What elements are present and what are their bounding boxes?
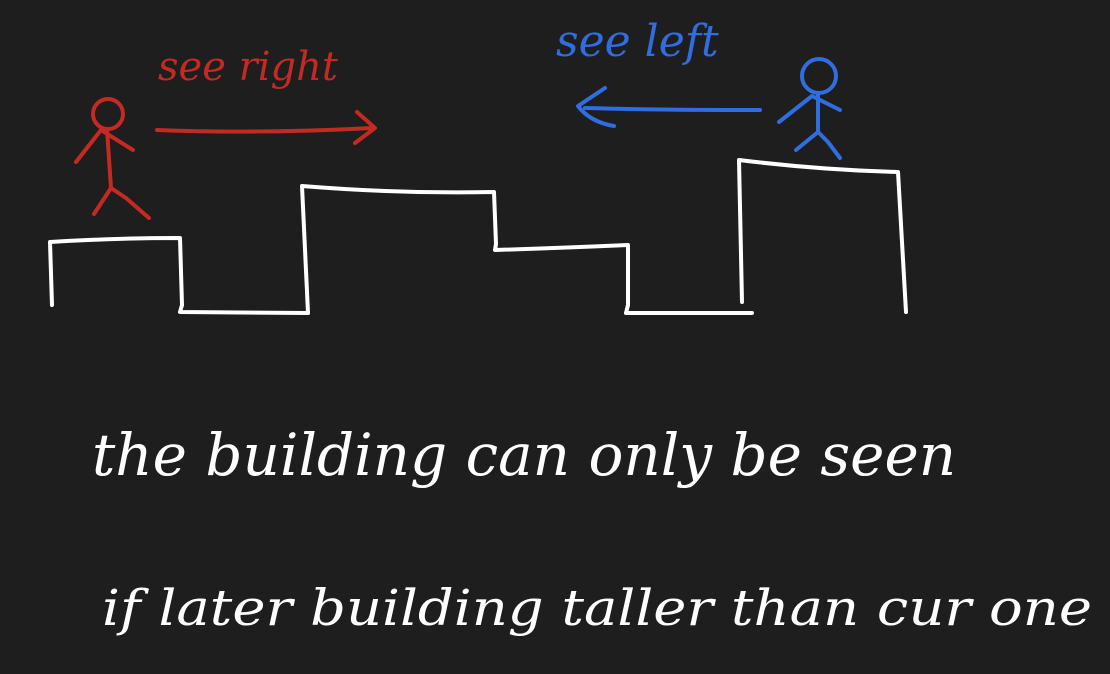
buildings-skyline bbox=[48, 158, 908, 315]
ground-gap-2 bbox=[624, 303, 754, 315]
note-line-2: if later building taller than cur one bbox=[102, 579, 1092, 637]
left-person-head bbox=[91, 97, 125, 131]
left-person-legs bbox=[92, 186, 151, 220]
see-right-arrowhead bbox=[353, 110, 377, 145]
building-1 bbox=[48, 236, 184, 307]
see-left-label: see left bbox=[556, 16, 719, 67]
right-person-head bbox=[800, 57, 838, 95]
note-line-1: the building can only be seen bbox=[92, 421, 956, 489]
see-right-arrow bbox=[155, 110, 377, 145]
left-person-arms bbox=[74, 128, 135, 164]
left-person-figure bbox=[74, 97, 151, 220]
ground-gap-1 bbox=[178, 303, 310, 315]
see-left-arrow bbox=[576, 86, 762, 128]
left-person-body bbox=[105, 127, 113, 190]
right-person-arms bbox=[777, 94, 842, 124]
building-2 bbox=[300, 184, 498, 315]
building-3 bbox=[493, 242, 630, 307]
right-person-figure bbox=[777, 57, 842, 160]
building-4 bbox=[737, 158, 908, 314]
see-left-arrowhead bbox=[576, 86, 616, 128]
see-right-label: see right bbox=[158, 44, 339, 90]
right-person-legs bbox=[794, 130, 842, 160]
see-right-arrow-shaft bbox=[155, 126, 374, 134]
see-left-arrow-shaft bbox=[583, 106, 762, 112]
